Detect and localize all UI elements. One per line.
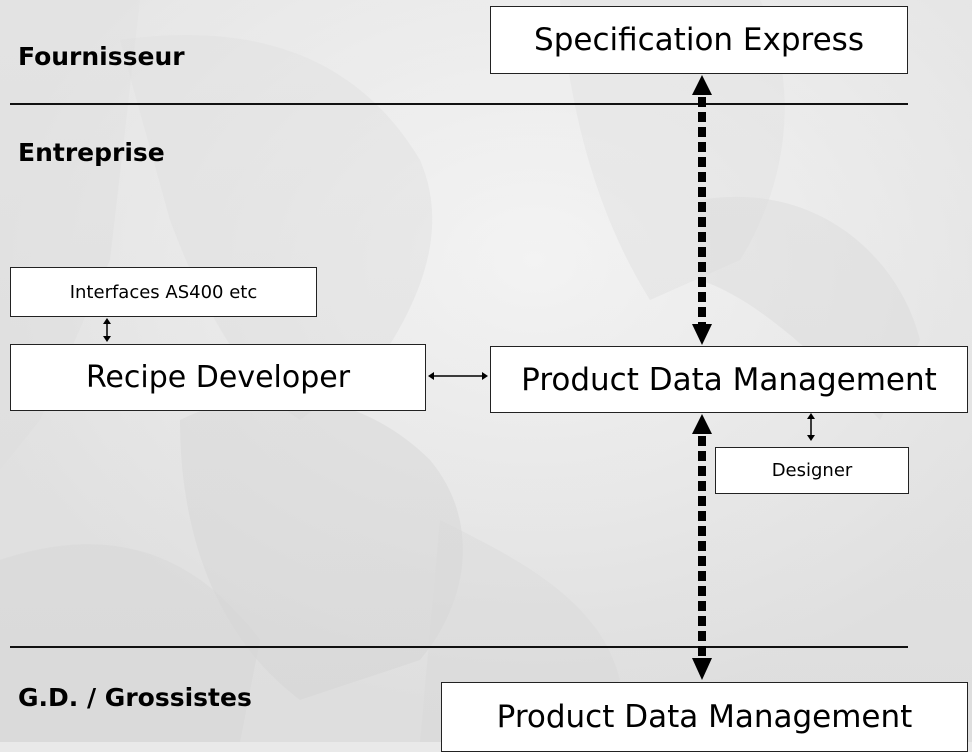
product-data-management-grossistes-label: Product Data Management xyxy=(496,699,913,735)
specification-express-box[interactable]: Specification Express xyxy=(490,6,908,74)
specification-express-label: Specification Express xyxy=(534,22,864,58)
pdm-designer-arrow xyxy=(807,413,815,441)
lane-divider-top xyxy=(10,103,908,105)
product-data-management-label: Product Data Management xyxy=(521,361,937,398)
pdm-grossistes-dotted-arrow xyxy=(692,414,712,680)
interfaces-recipe-arrow xyxy=(103,318,111,342)
lane-divider-bottom xyxy=(10,646,908,648)
designer-label: Designer xyxy=(771,460,853,481)
recipe-developer-label: Recipe Developer xyxy=(85,360,351,395)
lane-label-gd-grossistes: G.D. / Grossistes xyxy=(18,683,252,712)
recipe-developer-box[interactable]: Recipe Developer xyxy=(10,344,426,411)
interfaces-as400-box[interactable]: Interfaces AS400 etc xyxy=(10,267,317,317)
spec-pdm-dotted-arrow xyxy=(692,75,712,345)
interfaces-as400-label: Interfaces AS400 etc xyxy=(69,281,258,303)
designer-box[interactable]: Designer xyxy=(715,447,909,494)
product-data-management-box[interactable]: Product Data Management xyxy=(490,346,968,413)
product-data-management-grossistes-box[interactable]: Product Data Management xyxy=(441,682,968,752)
lane-label-fournisseur: Fournisseur xyxy=(18,42,185,71)
recipe-pdm-arrow xyxy=(428,372,488,380)
lane-label-entreprise: Entreprise xyxy=(18,138,165,167)
